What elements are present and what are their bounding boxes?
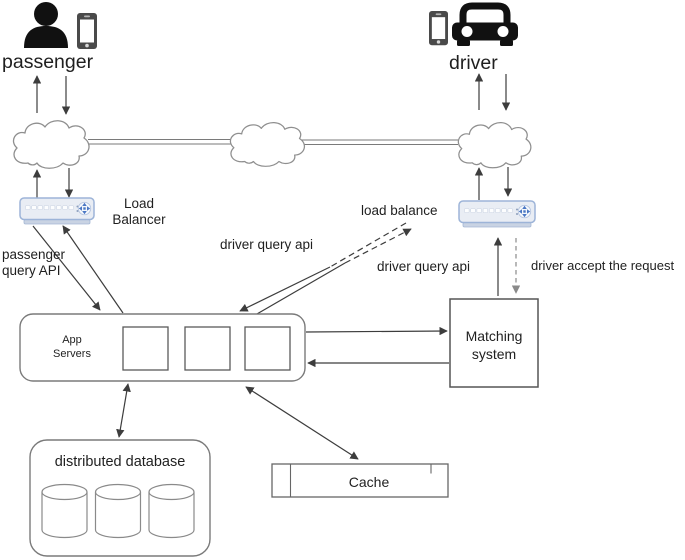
app-servers-box bbox=[19, 313, 306, 382]
server-node-1 bbox=[122, 326, 169, 371]
passenger-smartphone-icon bbox=[77, 13, 97, 49]
passenger-query-api-label: passenger query API bbox=[2, 247, 66, 279]
driver-label: driver bbox=[449, 52, 498, 74]
cloud-icon-middle bbox=[229, 121, 306, 167]
matching-system-label: Matching system bbox=[465, 328, 523, 363]
driver-smartphone-icon bbox=[429, 11, 448, 46]
cache-box bbox=[271, 463, 449, 498]
db-cylinder-icon-2 bbox=[94, 492, 142, 539]
network-backbone-lines bbox=[88, 138, 458, 146]
driver-query-api-label-right: driver query api bbox=[377, 259, 471, 274]
db-cylinder-icon-3 bbox=[148, 492, 195, 539]
app-servers-label: App Servers bbox=[53, 334, 91, 360]
load-balancer-icon-left bbox=[19, 197, 95, 225]
cache-label: Cache bbox=[348, 474, 390, 490]
load-balance-label: load balance bbox=[361, 203, 438, 218]
db-cylinder-icon-1 bbox=[41, 492, 88, 539]
load-balancer-icon-right bbox=[458, 200, 536, 228]
distributed-database-label: distributed database bbox=[54, 454, 186, 470]
driver-accept-request-label: driver accept the request bbox=[531, 258, 675, 273]
car-icon bbox=[452, 2, 518, 46]
connector-arrows bbox=[32, 73, 521, 460]
person-icon bbox=[24, 2, 68, 48]
server-node-3 bbox=[244, 326, 291, 371]
cloud-icon-left bbox=[12, 120, 90, 169]
distributed-database-box bbox=[29, 439, 211, 557]
cloud-icon-right bbox=[457, 122, 532, 169]
matching-system-box bbox=[449, 298, 539, 388]
server-node-2 bbox=[184, 326, 231, 371]
passenger-label: passenger bbox=[2, 51, 94, 73]
load-balancer-label: Load Balancer bbox=[112, 196, 166, 227]
driver-query-api-label-mid: driver query api bbox=[220, 237, 314, 252]
